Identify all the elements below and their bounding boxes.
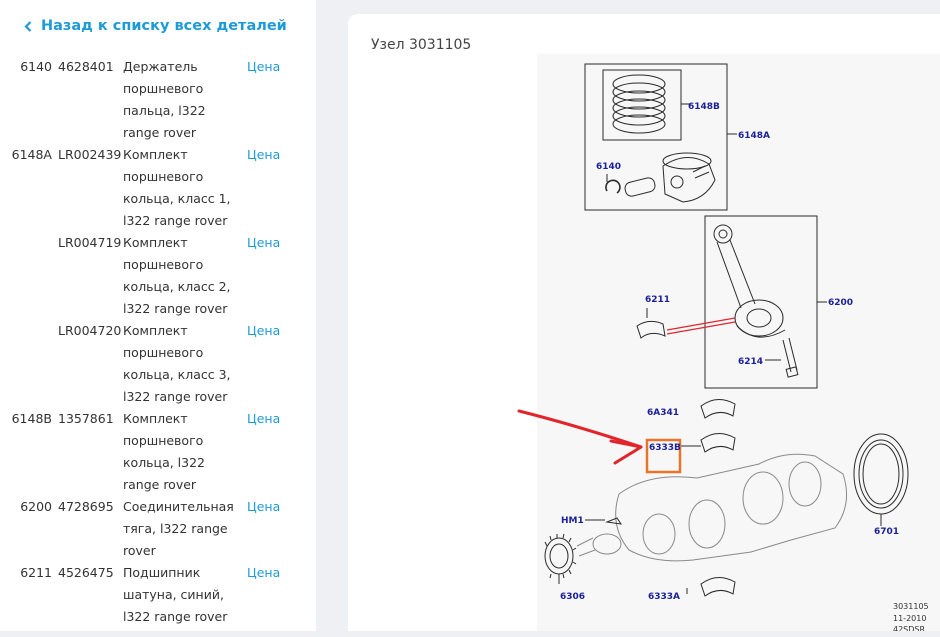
callout-6140[interactable]: 6140 [596,162,621,172]
price-link[interactable]: Цена [247,235,281,250]
price-link[interactable]: Цена [247,565,281,580]
back-to-parts-link[interactable]: Назад к списку всех деталей [24,18,287,34]
callout-6211[interactable]: 6211 [645,295,670,305]
assembly-title: Узел 3031105 [371,37,472,53]
part-code: 1357861 [58,411,114,426]
piston-rings [612,74,666,134]
main-bearing-shell-shape [700,399,736,419]
callout-hm1[interactable]: HM1 [561,516,584,526]
drawing-date: 11-2010 [893,614,926,623]
part-row: LR004719 Комплект поршневого кольца, кла… [0,232,316,320]
parts-list: 6140 4628401 Держатель поршневого пальца… [0,56,316,637]
back-link-label: Назад к списку всех деталей [41,18,287,34]
callout-6333a[interactable]: 6333A [648,592,680,602]
price-link[interactable]: Цена [247,499,281,514]
part-row: LR004720 Комплект поршневого кольца, кла… [0,320,316,408]
highlight-arrows [666,317,736,335]
parts-panel: Назад к списку всех деталей 6140 4628401… [0,0,316,637]
callout-6200[interactable]: 6200 [828,298,853,308]
price-link[interactable]: Цена [247,147,281,162]
part-code: LR004719 [58,235,122,250]
part-code: 4628401 [58,59,114,74]
diagram-panel: Узел 3031105 [348,14,940,637]
part-code: LR002439 [58,147,122,162]
price-link[interactable]: Цена [247,323,281,338]
highlight-box [645,438,682,474]
part-description: Комплект поршневого кольца, класс 2, l32… [123,235,231,316]
chevron-left-icon [24,20,32,32]
part-row: 6140 4628401 Держатель поршневого пальца… [0,56,316,144]
callout-6148b[interactable]: 6148B [688,102,720,112]
callout-6306[interactable]: 6306 [560,592,585,602]
price-link[interactable]: Цена [247,59,281,74]
piston-group-frame [584,63,728,211]
callout-6701[interactable]: 6701 [874,527,899,537]
bearing-shell-shape [636,320,666,339]
timing-gear-shape [544,533,577,579]
part-code: 4728695 [58,499,114,514]
part-code: LR004720 [58,323,122,338]
piston-shape [662,152,716,203]
callout-6148a[interactable]: 6148A [738,131,770,141]
part-description: Подшипник шатуна, синий, l322 range rove… [123,565,228,624]
part-number: 6140 [20,59,52,74]
part-code: 4526475 [58,565,114,580]
main-bearing-shell-shape [700,433,736,453]
part-description: Держатель поршневого пальца, l322 range … [123,59,206,140]
part-number: 6148B [11,411,52,426]
main-bearing-shell-shape [700,577,736,597]
piston-pin-shape [624,177,656,197]
drawing-code: 42SDSR [893,625,925,634]
annotation-arrow [517,409,643,465]
crankshaft-shape [576,453,848,562]
part-number: 6148A [11,147,52,162]
part-description: Соединительная тяга, l322 range rover [123,499,234,558]
part-description: Комплект поршневого кольца, l322 range r… [123,411,206,492]
ring-set-frame [602,69,682,141]
part-row: 6148B 1357861 Комплект поршневого кольца… [0,408,316,496]
part-number: 6200 [20,499,52,514]
callout-6214[interactable]: 6214 [738,357,763,367]
part-row: 6200 4728695 Соединительная тяга, l322 r… [0,496,316,562]
part-row: 6148A LR002439 Комплект поршневого кольц… [0,144,316,232]
part-row: 6211 4526475 Подшипник шатуна, синий, l3… [0,562,316,637]
rear-seal-shape [853,433,909,515]
callout-6a341[interactable]: 6A341 [647,408,679,418]
part-number: 6211 [20,565,52,580]
conrod-bolt-shape [782,337,799,378]
part-description: Комплект поршневого кольца, класс 1, l32… [123,147,231,228]
exploded-diagram: 6148B 6148A 6140 6211 6200 6214 6A341 63… [537,54,940,634]
circlip-shape [605,179,621,194]
callout-6333b[interactable]: 6333B [649,443,681,453]
part-description: Комплект поршневого кольца, класс 3, l32… [123,323,231,404]
drawing-id: 3031105 [893,602,929,611]
price-link[interactable]: Цена [247,411,281,426]
woodruff-key-shape [605,517,623,525]
bottom-strip [0,631,940,637]
diagram-drawing: 6148B 6148A 6140 6211 6200 6214 6A341 63… [544,63,929,634]
